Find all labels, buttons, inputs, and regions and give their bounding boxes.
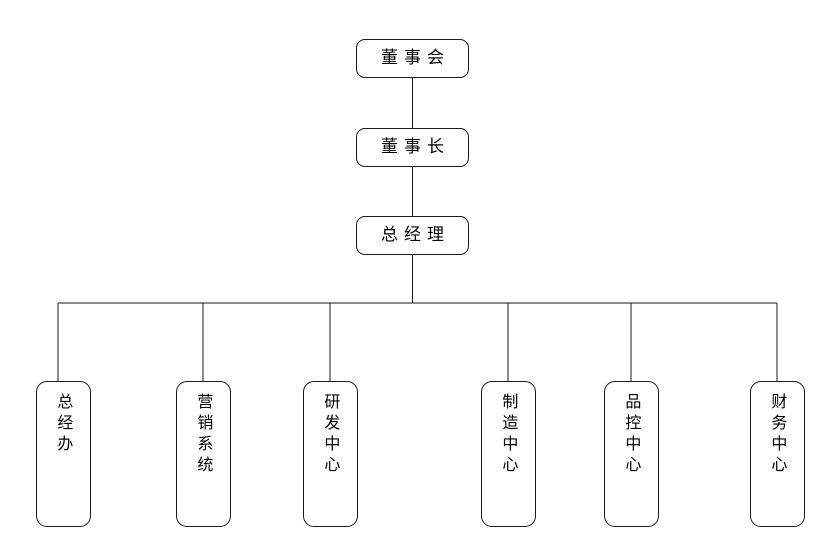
node-quality-control-center-label: 品控中心 (622, 393, 642, 477)
node-rnd-center[interactable]: 研发中心 (303, 381, 358, 527)
node-general-manager[interactable]: 总经理 (356, 216, 469, 255)
node-board-of-directors[interactable]: 董事会 (356, 39, 469, 78)
node-board-of-directors-label: 董事会 (381, 48, 450, 68)
node-gm-office-label: 总经办 (54, 393, 74, 456)
node-marketing-system[interactable]: 营销系统 (176, 381, 231, 527)
node-manufacturing-center[interactable]: 制造中心 (481, 381, 536, 527)
node-rnd-center-label: 研发中心 (321, 393, 341, 477)
node-manufacturing-center-label: 制造中心 (499, 393, 519, 477)
node-chairman[interactable]: 董事长 (356, 128, 469, 167)
node-finance-center-label: 财务中心 (768, 393, 788, 477)
node-gm-office[interactable]: 总经办 (36, 381, 91, 527)
node-chairman-label: 董事长 (381, 137, 450, 157)
node-finance-center[interactable]: 财务中心 (750, 381, 805, 527)
node-general-manager-label: 总经理 (381, 225, 450, 245)
node-marketing-system-label: 营销系统 (194, 393, 214, 477)
node-quality-control-center[interactable]: 品控中心 (604, 381, 659, 527)
